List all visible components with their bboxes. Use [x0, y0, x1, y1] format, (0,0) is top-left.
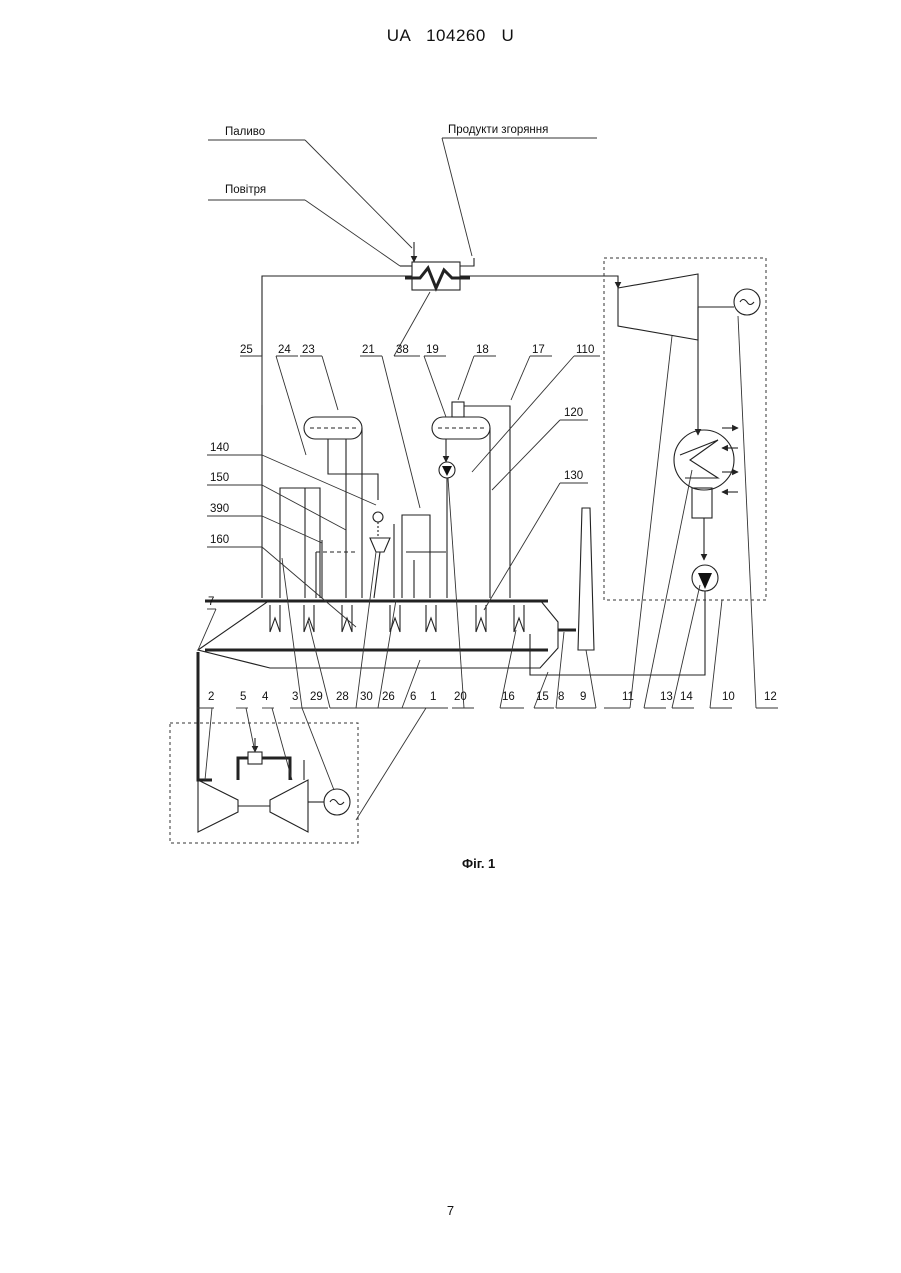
- stack-9: [578, 508, 594, 650]
- gas-turbine-unit: [198, 738, 350, 832]
- label-2: 2: [208, 691, 214, 703]
- label-26: 26: [382, 691, 395, 703]
- label-110: 110: [576, 344, 594, 356]
- label-15: 15: [536, 691, 549, 703]
- piping-network: [280, 488, 446, 598]
- steam-header-top: [262, 276, 412, 598]
- label-leaders: [197, 292, 778, 820]
- figure-caption: Фіг. 1: [462, 856, 495, 871]
- combustion-products-label: Продукти згоряння: [448, 124, 548, 136]
- label-130: 130: [564, 470, 583, 482]
- label-160: 160: [210, 534, 229, 546]
- label-11: 11: [622, 691, 634, 703]
- label-29: 29: [310, 691, 323, 703]
- condenser-13: [674, 428, 738, 560]
- label-18: 18: [476, 344, 489, 356]
- label-13: 13: [660, 691, 673, 703]
- label-24: 24: [278, 344, 291, 356]
- label-8: 8: [558, 691, 564, 703]
- label-23: 23: [302, 344, 315, 356]
- compressor-2: [198, 780, 238, 832]
- label-150: 150: [210, 472, 229, 484]
- label-16: 16: [502, 691, 515, 703]
- label-38: 38: [396, 344, 409, 356]
- air-input: Повітря: [208, 184, 400, 266]
- label-14: 14: [680, 691, 693, 703]
- turbine-4: [270, 780, 308, 832]
- label-10: 10: [722, 691, 735, 703]
- burner-heat-exchanger-38: [400, 258, 474, 290]
- heat-recovery-boiler-1: [198, 600, 558, 668]
- label-7: 7: [208, 596, 214, 608]
- label-390: 390: [210, 503, 229, 515]
- fuel-label: Паливо: [225, 126, 265, 138]
- label-5: 5: [240, 691, 246, 703]
- expander-unit: [370, 512, 390, 598]
- label-30: 30: [360, 691, 373, 703]
- label-17: 17: [532, 344, 545, 356]
- combustion-products-output: Продукти згоряння: [442, 124, 597, 256]
- label-19: 19: [426, 344, 439, 356]
- separator-18: [452, 402, 464, 417]
- pump-20: [439, 462, 455, 598]
- gas-duct-7: [198, 652, 212, 780]
- label-9: 9: [580, 691, 586, 703]
- label-28: 28: [336, 691, 349, 703]
- label-1: 1: [430, 691, 436, 703]
- drum-23: [304, 417, 378, 598]
- page-number: 7: [0, 1203, 901, 1218]
- label-3: 3: [292, 691, 298, 703]
- pump-14: [530, 565, 718, 675]
- label-21: 21: [362, 344, 375, 356]
- label-20: 20: [454, 691, 467, 703]
- steam-turbine-11: [618, 274, 760, 435]
- heating-surfaces: [270, 605, 524, 632]
- drum-19: [432, 402, 510, 598]
- steam-cycle-block-10: [604, 258, 766, 600]
- label-25: 25: [240, 344, 253, 356]
- label-140: 140: [210, 442, 229, 454]
- label-120: 120: [564, 407, 583, 419]
- label-12: 12: [764, 691, 777, 703]
- label-4: 4: [262, 691, 269, 703]
- label-6: 6: [410, 691, 416, 703]
- air-label: Повітря: [225, 184, 266, 196]
- combustor-5: [248, 752, 262, 764]
